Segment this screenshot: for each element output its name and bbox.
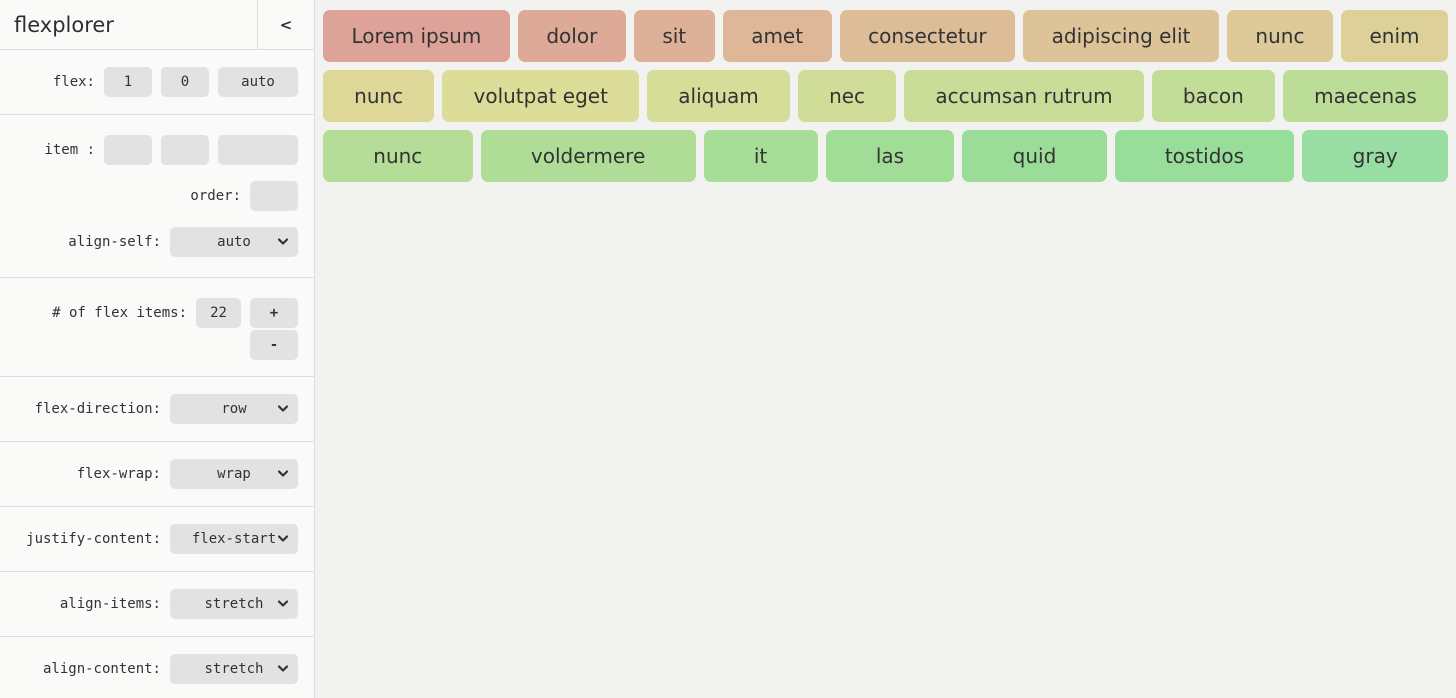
minus-icon: - xyxy=(269,337,279,353)
align-content-select[interactable]: stretch xyxy=(170,654,298,684)
flex-item[interactable]: amet xyxy=(722,10,832,62)
flex-grow-input[interactable] xyxy=(104,67,152,97)
flex-direction-value: row xyxy=(221,401,247,417)
item-count-label: # of flex items: xyxy=(52,305,187,321)
order-input[interactable] xyxy=(250,181,298,211)
flex-item[interactable]: nec xyxy=(797,70,897,122)
flex-wrap-label: flex-wrap: xyxy=(76,466,161,482)
item-flex-shrink-input[interactable] xyxy=(161,135,209,165)
flex-item[interactable]: volutpat eget xyxy=(442,70,640,122)
align-items-select[interactable]: stretch xyxy=(170,589,298,619)
sidebar: flexplorer < flex: item : order: xyxy=(0,0,315,698)
flex-item[interactable]: maecenas xyxy=(1282,70,1448,122)
align-items-label: align-items: xyxy=(59,596,161,612)
flex-direction-label: flex-direction: xyxy=(34,401,161,417)
flex-direction-select[interactable]: row xyxy=(170,394,298,424)
section-flex-direction: flex-direction: row xyxy=(0,377,314,442)
section-justify-content: justify-content: flex-start xyxy=(0,507,314,572)
flex-item[interactable]: voldermere xyxy=(480,130,696,182)
flex-item[interactable]: las xyxy=(825,130,955,182)
flex-item[interactable]: adipiscing elit xyxy=(1023,10,1219,62)
flex-item[interactable]: nunc xyxy=(323,130,473,182)
align-content-label: align-content: xyxy=(42,661,161,677)
flex-wrap-select[interactable]: wrap xyxy=(170,459,298,489)
chevron-down-icon xyxy=(278,470,288,477)
chevron-down-icon xyxy=(278,238,288,245)
align-self-value: auto xyxy=(217,234,251,250)
align-self-label: align-self: xyxy=(68,234,161,250)
flex-item[interactable]: it xyxy=(703,130,818,182)
flex-basis-input[interactable] xyxy=(218,67,298,97)
chevron-down-icon xyxy=(278,535,288,542)
sidebar-collapse-button[interactable]: < xyxy=(257,0,314,49)
flex-wrap-value: wrap xyxy=(217,466,251,482)
justify-content-value: flex-start xyxy=(191,531,277,547)
order-label: order: xyxy=(190,188,241,204)
flex-label: flex: xyxy=(52,74,95,90)
flex-item[interactable]: dolor xyxy=(517,10,626,62)
justify-content-label: justify-content: xyxy=(26,531,161,547)
item-flex-basis-input[interactable] xyxy=(218,135,298,165)
sidebar-header: flexplorer < xyxy=(0,0,314,50)
plus-icon: + xyxy=(269,305,279,321)
increment-items-button[interactable]: + xyxy=(250,298,298,328)
chevron-down-icon xyxy=(278,665,288,672)
flex-item[interactable]: enim xyxy=(1340,10,1449,62)
section-flex: flex: xyxy=(0,50,314,115)
chevron-down-icon xyxy=(278,405,288,412)
align-content-value: stretch xyxy=(204,661,264,677)
item-count-steppers: + - xyxy=(250,298,298,360)
flex-item[interactable]: gray xyxy=(1302,130,1448,182)
flex-shrink-input[interactable] xyxy=(161,67,209,97)
app-title: flexplorer xyxy=(14,12,114,37)
flex-item[interactable]: nunc xyxy=(1226,10,1333,62)
flex-item[interactable]: nunc xyxy=(323,70,435,122)
flex-item[interactable]: Lorem ipsum xyxy=(323,10,510,62)
decrement-items-button[interactable]: - xyxy=(250,330,298,360)
section-flex-wrap: flex-wrap: wrap xyxy=(0,442,314,507)
chevron-left-icon: < xyxy=(279,15,293,34)
flex-item[interactable]: accumsan rutrum xyxy=(904,70,1144,122)
flex-item[interactable]: tostidos xyxy=(1114,130,1295,182)
section-align-items: align-items: stretch xyxy=(0,572,314,637)
flex-item[interactable]: consectetur xyxy=(839,10,1016,62)
flex-item[interactable]: bacon xyxy=(1151,70,1275,122)
flex-item[interactable]: aliquam xyxy=(647,70,790,122)
item-flex-grow-input[interactable] xyxy=(104,135,152,165)
chevron-down-icon xyxy=(278,600,288,607)
section-align-content: align-content: stretch xyxy=(0,637,314,698)
align-self-select[interactable]: auto xyxy=(170,227,298,257)
item-count-input[interactable] xyxy=(196,298,241,328)
align-items-value: stretch xyxy=(204,596,264,612)
flex-item[interactable]: sit xyxy=(633,10,715,62)
item-label: item : xyxy=(44,142,95,158)
flex-item[interactable]: quid xyxy=(962,130,1107,182)
section-item: item : order: align-self: auto xyxy=(0,115,314,278)
section-item-count: # of flex items: + - xyxy=(0,278,314,377)
justify-content-select[interactable]: flex-start xyxy=(170,524,298,554)
